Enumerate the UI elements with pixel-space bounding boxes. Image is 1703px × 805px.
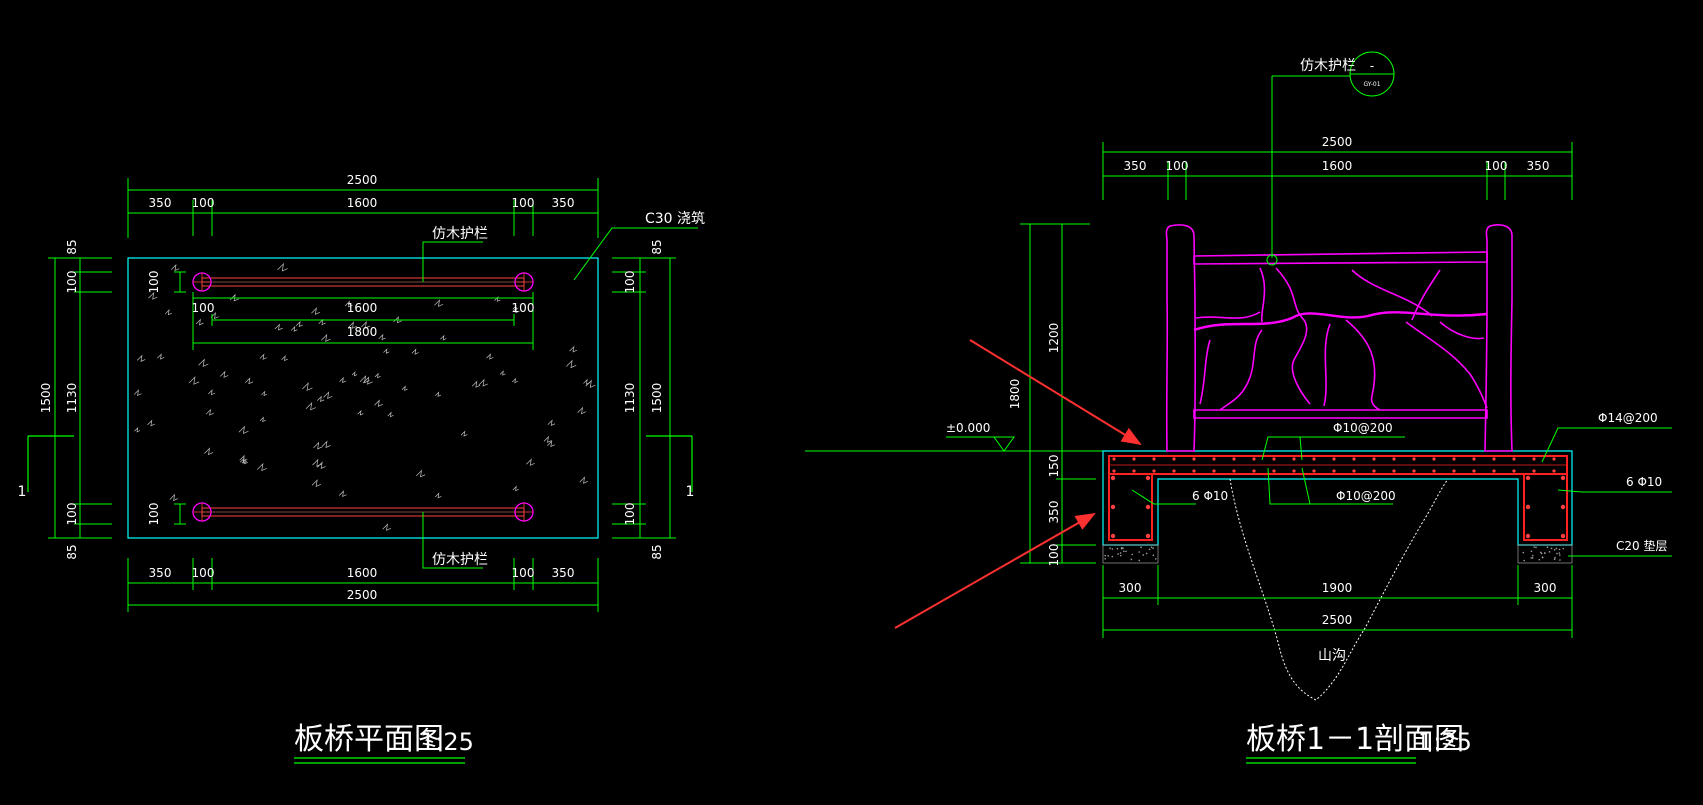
plan-right-dim-3: 1130 — [623, 383, 637, 414]
plan-top-seg-2: 100 — [192, 196, 215, 210]
section-left-dim-4: 100 — [1047, 544, 1061, 567]
section-scale: 1:25 — [1418, 728, 1472, 756]
plan-railing-bottom — [192, 502, 534, 522]
cushion-label: C20 垫层 — [1616, 538, 1667, 553]
section-left-dimensions — [1020, 223, 1096, 564]
section-top-seg-3: 1600 — [1322, 159, 1353, 173]
rebar-right-label: 6 Φ10 — [1626, 475, 1662, 489]
plan-top-seg-3: 1600 — [347, 196, 378, 210]
plan-title: 板桥平面图 — [294, 722, 444, 757]
plan-concrete-label: C30 浇筑 — [645, 211, 705, 227]
plan-bottom-total: 2500 — [347, 588, 378, 602]
section-left-dim-1: 1200 — [1047, 323, 1061, 354]
plan-bottom-seg-2: 100 — [192, 566, 215, 580]
section-railing — [1165, 224, 1513, 452]
plan-bottom-seg-4: 100 — [512, 566, 535, 580]
section-top-dimensions — [1102, 142, 1573, 200]
section-bottom-seg-2: 1900 — [1322, 581, 1353, 595]
section-left-total: 1800 — [1008, 379, 1022, 410]
plan-right-dim-5: 85 — [650, 544, 664, 559]
section-top-seg-2: 100 — [1166, 159, 1189, 173]
plan-right-total: 1500 — [650, 383, 664, 414]
section-bottom-total: 2500 — [1322, 613, 1353, 627]
rebar-top-label: Φ10@200 — [1333, 421, 1393, 435]
rebar — [1108, 455, 1568, 541]
plan-left-dim-4: 100 — [65, 503, 79, 526]
section-top-total: 2500 — [1322, 135, 1353, 149]
plan-inner-1600: 1600 — [347, 301, 378, 315]
rebar-left-label: 6 Φ10 — [1192, 489, 1228, 503]
plan-top-seg-1: 350 — [149, 196, 172, 210]
section-top-seg-1: 350 — [1124, 159, 1147, 173]
plan-railing-bottom-label: 仿木护栏 — [432, 552, 488, 568]
plan-section-mark-left: 1 — [18, 484, 27, 500]
cushion-hatch — [1102, 544, 1573, 564]
plan-bottom-seg-1: 350 — [149, 566, 172, 580]
section-top-seg-5: 350 — [1527, 159, 1550, 173]
plan-scale: 1:25 — [420, 728, 474, 756]
plan-bottom-seg-5: 350 — [552, 566, 575, 580]
plan-left-dim-2: 100 — [65, 271, 79, 294]
detail-circle-bottom: GY-01 — [1363, 81, 1380, 88]
section-view: ±0.000 — [805, 51, 1672, 764]
section-left-dim-3: 350 — [1047, 501, 1061, 524]
plan-left-dim-5: 85 — [65, 544, 79, 559]
rebar-leaders — [1131, 427, 1672, 557]
rebar-top-right-label: Φ14@200 — [1598, 411, 1658, 425]
plan-railing-top-label: 仿木护栏 — [432, 226, 488, 242]
plan-slab — [127, 257, 599, 539]
elevation-label: ±0.000 — [946, 421, 990, 435]
highlight-arrows — [894, 339, 1142, 629]
plan-inner-100-left: 100 — [192, 301, 215, 315]
elevation-symbol — [993, 436, 1015, 452]
plan-right-dim-4: 100 — [623, 503, 637, 526]
plan-inner-1800: 1800 — [347, 325, 378, 339]
plan-left-dim-3: 1130 — [65, 383, 79, 414]
plan-leaders — [422, 227, 698, 569]
plan-right-dim-1: 85 — [650, 239, 664, 254]
concrete-stipple — [133, 262, 596, 531]
rebar-mid-label: Φ10@200 — [1336, 489, 1396, 503]
ravine-label: 山沟 — [1318, 648, 1346, 664]
section-bottom-seg-3: 300 — [1534, 581, 1557, 595]
plan-top-seg-4: 100 — [512, 196, 535, 210]
plan-top-dimensions — [127, 178, 599, 238]
plan-section-mark-right: 1 — [686, 484, 695, 500]
plan-bottom-seg-3: 1600 — [347, 566, 378, 580]
section-left-dim-2: 150 — [1047, 455, 1061, 478]
section-top-seg-4: 100 — [1485, 159, 1508, 173]
plan-right-dimensions — [612, 257, 676, 539]
section-bottom-dimensions — [1102, 565, 1573, 638]
plan-top-total: 2500 — [347, 173, 378, 187]
section-railing-label: 仿木护栏 — [1300, 58, 1356, 74]
plan-right-dim-2: 100 — [623, 271, 637, 294]
section-title: 板桥1－1剖面图 — [1246, 722, 1464, 757]
railing-leader — [1266, 51, 1395, 266]
plan-left-dimensions — [48, 257, 186, 539]
detail-circle-top: - — [1370, 59, 1374, 73]
plan-left-dim-1: 85 — [65, 239, 79, 254]
ravine-outline — [1229, 478, 1449, 701]
plan-bottom-dimensions — [127, 558, 599, 612]
section-bottom-seg-1: 300 — [1119, 581, 1142, 595]
plan-left-total: 1500 — [39, 383, 53, 414]
plan-top-seg-5: 350 — [552, 196, 575, 210]
plan-small-100-bottom: 100 — [147, 503, 161, 526]
plan-small-100-top: 100 — [147, 271, 161, 294]
plan-inner-100-right: 100 — [512, 301, 535, 315]
plan-inner-dimensions — [192, 292, 534, 350]
plan-view: 2500 350 100 1600 100 350 100 100 1600 1… — [18, 173, 705, 764]
plan-section-marks — [27, 435, 693, 492]
plan-railing-top — [192, 272, 534, 292]
cushion-texture — [1104, 546, 1565, 562]
rebar-dots — [1110, 457, 1566, 539]
